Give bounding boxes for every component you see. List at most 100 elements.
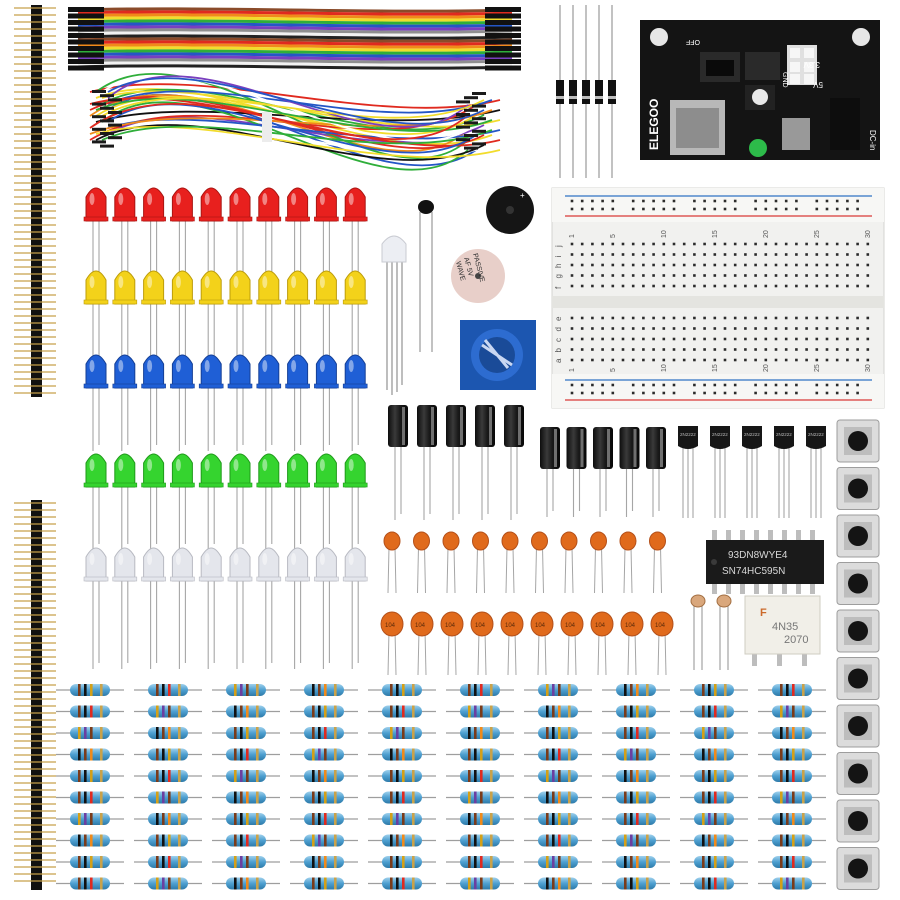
- breadboard-hole: [825, 284, 829, 288]
- breadboard-hole: [825, 337, 829, 341]
- breadboard-hole: [682, 263, 686, 267]
- jumper-wire-tip: [108, 111, 122, 114]
- breadboard-hole: [835, 337, 839, 341]
- led: [287, 270, 309, 305]
- led-rim: [83, 216, 109, 222]
- resistor-band: [792, 877, 795, 890]
- breadboard-hole: [744, 358, 747, 362]
- breadboard-row-letter: c: [554, 338, 563, 342]
- breadboard-hole: [652, 358, 655, 362]
- resistor-band: [178, 856, 181, 868]
- resistor-band: [90, 727, 93, 739]
- led-rim: [83, 299, 109, 305]
- ceramic-capacitor: [649, 531, 666, 551]
- resistor-band: [624, 727, 627, 739]
- power-module-label-33v: 3.3V: [803, 60, 820, 69]
- resistor-band: [802, 877, 805, 890]
- led: [287, 453, 309, 488]
- led-rim: [314, 576, 339, 582]
- ribbon-wire: [77, 46, 513, 52]
- resistor-band: [646, 727, 649, 739]
- breadboard-hole: [795, 358, 798, 362]
- breadboard-hole: [662, 199, 666, 203]
- resistor-band: [402, 748, 405, 761]
- breadboard-hole: [631, 316, 635, 320]
- led-grid: [83, 187, 368, 669]
- resistor-band: [780, 856, 783, 868]
- buzzer-label-3: WAVE: [454, 261, 466, 282]
- resistor-band: [240, 727, 243, 739]
- led-highlight: [147, 193, 153, 205]
- led-rim: [285, 299, 310, 305]
- push-button-cap: [848, 763, 868, 784]
- breadboard-hole: [652, 263, 655, 267]
- ceramic-lead: [542, 546, 544, 594]
- resistor-band: [786, 834, 789, 847]
- resistor-band: [630, 705, 633, 718]
- breadboard-hole: [764, 207, 768, 211]
- breadboard-hole: [642, 358, 645, 362]
- resistor-band: [724, 705, 727, 718]
- resistor-band: [156, 748, 159, 761]
- breadboard-hole: [672, 348, 676, 351]
- ceramic-capacitor: [590, 611, 614, 637]
- breadboard-hole: [591, 274, 594, 277]
- breadboard-hole: [835, 327, 839, 330]
- resistor-band: [558, 856, 561, 868]
- led-rim: [170, 299, 195, 305]
- ceramic-lead: [630, 546, 633, 594]
- resistor-band: [162, 877, 165, 890]
- breadboard-hole: [805, 263, 808, 267]
- ceramic-code: 104: [415, 623, 426, 629]
- breadboard-hole: [693, 263, 696, 267]
- breadboard-hole: [570, 327, 574, 330]
- breadboard-hole: [805, 274, 808, 277]
- breadboard-hole: [784, 253, 788, 256]
- ribbon-connector: [68, 59, 104, 64]
- resistor-band: [412, 748, 415, 761]
- breadboard-hole: [703, 327, 706, 330]
- resistor-band: [714, 748, 717, 761]
- resistor-band: [708, 705, 711, 718]
- breadboard-hole: [784, 199, 788, 203]
- ceramic-capacitor: [590, 531, 607, 551]
- breadboard-hole: [815, 253, 819, 256]
- led-rim: [342, 482, 368, 488]
- resistor-band: [786, 791, 789, 804]
- resistor-band: [714, 684, 717, 696]
- resistor-band: [324, 770, 327, 782]
- led-highlight: [262, 360, 268, 372]
- ribbon-connector: [485, 20, 521, 25]
- resistor-grid: [56, 684, 826, 890]
- breadboard-hole: [682, 242, 686, 246]
- led-highlight: [204, 553, 210, 565]
- resistor-band: [474, 748, 477, 761]
- resistor-band: [402, 856, 405, 868]
- resistor-band: [624, 684, 627, 696]
- breadboard-hole: [784, 207, 788, 211]
- breadboard-hole: [764, 358, 768, 362]
- breadboard-hole: [733, 274, 737, 277]
- resistor-band: [234, 705, 237, 718]
- led-highlight: [233, 459, 239, 471]
- breadboard-hole: [846, 348, 849, 351]
- breadboard-hole: [733, 284, 737, 288]
- resistor-band: [546, 856, 549, 868]
- resistor-band: [168, 834, 171, 847]
- ribbon-wire: [77, 43, 513, 49]
- breadboard-hole: [846, 274, 849, 277]
- resistor-band: [552, 684, 555, 696]
- breadboard-hole: [825, 316, 829, 320]
- breadboard-hole: [805, 284, 808, 288]
- resistor-band: [490, 748, 493, 761]
- led-highlight: [89, 553, 95, 565]
- breadboard-hole: [570, 253, 574, 256]
- ceramic-lead: [567, 629, 570, 676]
- breadboard-hole: [754, 327, 757, 330]
- led: [258, 547, 280, 582]
- jumper-wire-tip: [464, 108, 478, 112]
- breadboard-hole: [733, 383, 737, 387]
- push-button-cap: [848, 621, 868, 641]
- resistor-band: [636, 791, 639, 804]
